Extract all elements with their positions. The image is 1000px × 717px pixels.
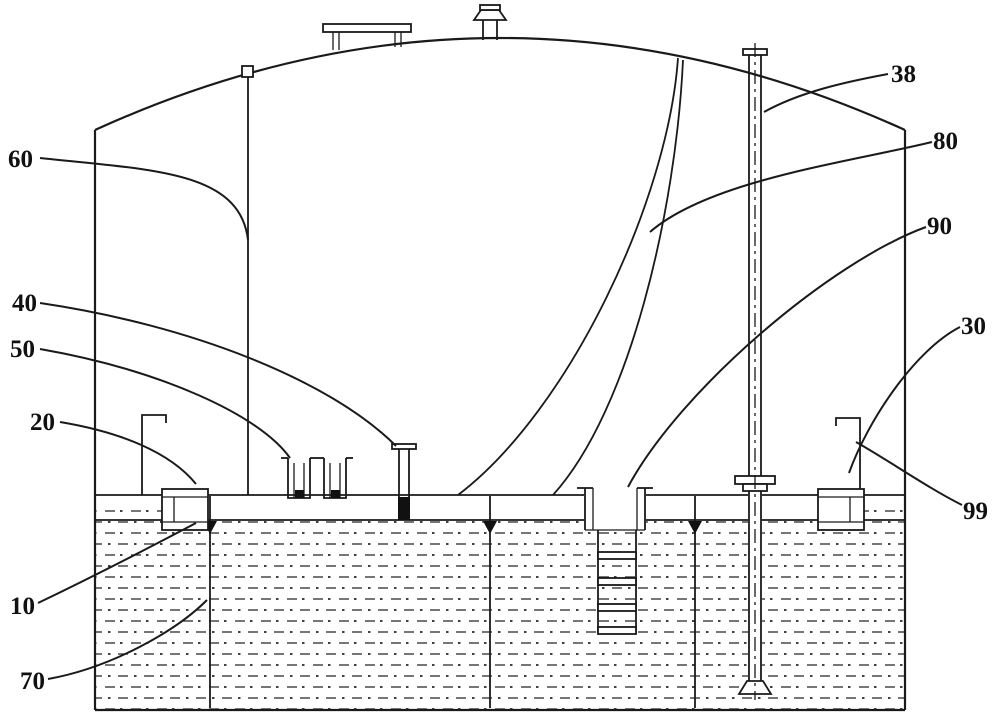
gauge-pipe <box>734 43 776 700</box>
liquid-surface-right <box>864 503 904 521</box>
deck-leg-weight-right <box>688 521 702 534</box>
ladder-rung <box>597 626 637 635</box>
vent-cap-top <box>479 4 501 11</box>
ladder-rung <box>597 551 637 560</box>
label-50: 50 <box>10 336 35 363</box>
leader-99 <box>855 441 963 506</box>
label-60: 60 <box>8 146 33 173</box>
cable-curve-b <box>552 59 684 496</box>
label-90: 90 <box>927 213 952 240</box>
label-80: 80 <box>933 128 958 155</box>
rim-box-right <box>817 488 865 531</box>
wall-bracket-left <box>141 414 167 495</box>
leader-40 <box>39 302 397 447</box>
liquid-texture-main <box>96 521 904 709</box>
leader-50 <box>39 348 291 459</box>
manhole-plate <box>322 23 412 33</box>
roof-vent <box>472 4 508 40</box>
ladder-rung <box>597 577 637 586</box>
roof-manhole <box>322 23 412 50</box>
liquid-body <box>96 503 904 709</box>
deck-legs <box>203 496 702 708</box>
leader-10 <box>37 522 197 604</box>
channel-a-base-block <box>295 490 304 498</box>
leader-90 <box>627 226 927 488</box>
rim-box-left-outline <box>161 488 209 531</box>
rim-box-right-outline <box>817 488 865 531</box>
guide-pole <box>241 65 254 495</box>
tank-shell <box>93 36 907 712</box>
floating-deck-band <box>95 495 905 520</box>
ladder-rung <box>597 603 637 612</box>
label-40: 40 <box>12 290 37 317</box>
wall-bracket-right <box>835 417 861 495</box>
guide-pole-roof-fitting <box>241 65 254 78</box>
channel-b-base-block <box>331 490 340 498</box>
label-20: 20 <box>30 409 55 436</box>
liquid-surface-left <box>96 503 162 521</box>
rim-box-left <box>161 488 209 531</box>
fitting-40-seal <box>398 497 410 520</box>
vent-cap <box>472 9 508 21</box>
pipe-foot <box>737 680 773 695</box>
deck-channel-a <box>281 457 317 499</box>
leader-20 <box>59 421 197 485</box>
cable-curve-a <box>457 57 679 496</box>
leader-70 <box>47 599 208 680</box>
leader-lines <box>37 73 963 680</box>
label-30: 30 <box>961 313 986 340</box>
fitting-40-cap <box>391 443 417 450</box>
deck-well <box>577 487 653 531</box>
tank-roof-arc <box>94 36 906 132</box>
leader-80 <box>649 141 933 233</box>
leader-38 <box>763 73 889 113</box>
deck-leg-weight-center <box>483 521 497 534</box>
guide-cable <box>457 57 684 496</box>
deck-fitting-40 <box>391 443 417 520</box>
labels: 60 40 50 20 10 70 38 80 90 30 99 <box>8 61 988 695</box>
label-10: 10 <box>10 593 35 620</box>
leader-60 <box>39 157 249 241</box>
label-70: 70 <box>20 668 45 695</box>
floating-deck <box>95 494 905 521</box>
deck-channel-b <box>317 457 353 499</box>
deck-ladder <box>597 530 637 635</box>
well-mask <box>584 489 646 530</box>
leader-30 <box>848 326 961 474</box>
label-38: 38 <box>891 61 916 88</box>
label-99: 99 <box>963 498 988 525</box>
